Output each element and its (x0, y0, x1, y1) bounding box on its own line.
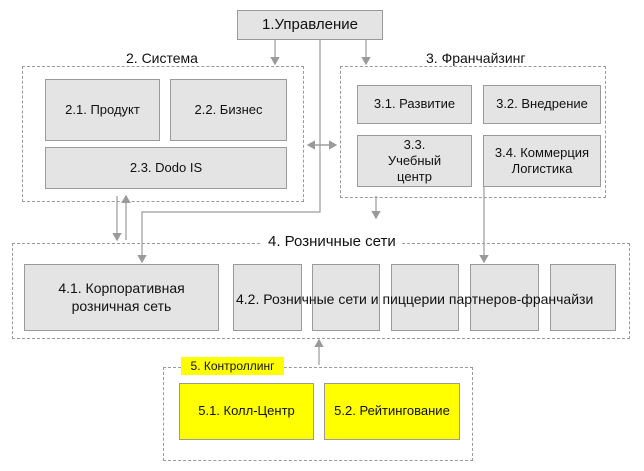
implementation-box: 3.2. Внедрение (483, 85, 601, 124)
corporate-retail-box: 4.1. Корпоративная розничная сеть (24, 264, 219, 331)
rating-box: 5.2. Рейтингование (324, 383, 460, 440)
development-box: 3.1. Развитие (357, 85, 472, 124)
product-box: 2.1. Продукт (45, 79, 160, 141)
controlling-group (163, 367, 473, 461)
partner-box-4 (470, 264, 539, 331)
system-title: 2. Система (120, 50, 204, 66)
franchise-title: 3. Франчайзинг (420, 50, 532, 66)
controlling-title: 5. Контроллинг (181, 357, 284, 375)
arrow-mgmt-to-corporate (137, 40, 321, 264)
partners-label: 4.2. Розничные сети и пиццерии партнеров… (236, 291, 594, 307)
management-box: 1.Управление (237, 10, 383, 40)
partner-box-3 (391, 264, 459, 331)
retail-title: 4. Розничные сети (262, 233, 402, 250)
call-center-box: 5.1. Колл-Центр (179, 383, 314, 440)
training-center-box: 3.3. Учебный центр (357, 135, 472, 187)
commerce-logistics-box: 3.4. Коммерция Логистика (483, 135, 601, 187)
partner-box-2 (312, 264, 380, 331)
franchise-group (340, 66, 606, 198)
business-box: 2.2. Бизнес (170, 79, 287, 141)
dodo-is-box: 2.3. Dodo IS (45, 147, 287, 189)
system-group (22, 66, 304, 202)
partner-box-1 (233, 264, 302, 331)
partner-box-5 (550, 264, 616, 331)
